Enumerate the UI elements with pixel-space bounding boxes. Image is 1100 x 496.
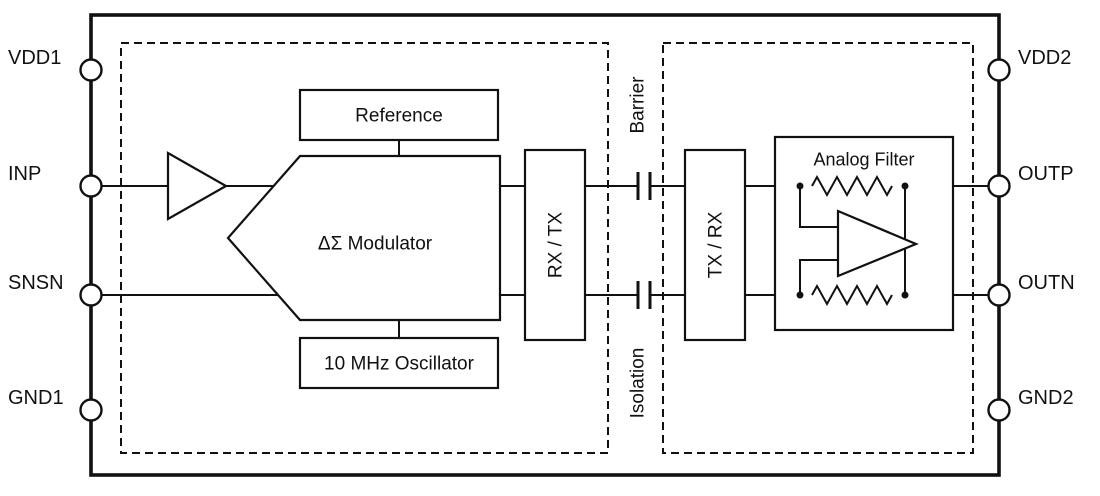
pin-label-outn: OUTN xyxy=(1018,272,1075,294)
pin-vdd1 xyxy=(79,58,103,82)
reference-label: Reference xyxy=(355,106,443,127)
pin-outp xyxy=(987,174,1011,198)
oscillator-label: 10 MHz Oscillator xyxy=(324,354,475,375)
pin-label-gnd1: GND1 xyxy=(8,387,64,409)
output-side-region xyxy=(662,42,974,454)
pin-label-outp: OUTP xyxy=(1018,163,1074,185)
resistor-icon-top xyxy=(811,174,893,198)
pin-labels-right: VDD2 OUTP OUTN GND2 xyxy=(1018,47,1075,409)
pin-label-vdd1: VDD1 xyxy=(8,47,61,69)
pins-right xyxy=(987,58,1011,422)
capacitor-icon-top xyxy=(636,172,652,200)
rx-tx-block xyxy=(523,148,587,342)
pin-inp xyxy=(79,174,103,198)
tx-rx-block xyxy=(683,148,747,342)
input-amp-icon xyxy=(166,151,229,221)
pin-gnd2 xyxy=(987,398,1011,422)
tx-rx-label: TX / RX xyxy=(706,211,727,278)
capacitor-icon-bottom xyxy=(636,281,652,309)
input-side-region xyxy=(120,42,609,454)
pin-gnd1 xyxy=(79,398,103,422)
wire-filter-input-bottom xyxy=(799,259,838,295)
junction-dot xyxy=(796,291,804,299)
pins-left xyxy=(79,58,103,422)
pin-outn xyxy=(987,283,1011,307)
pin-label-snsn: SNSN xyxy=(8,272,64,294)
barrier-label: Barrier xyxy=(628,76,649,134)
oscillator-block xyxy=(298,336,500,390)
pin-snsn xyxy=(79,283,103,307)
analog-filter-internals xyxy=(796,174,919,307)
pin-label-gnd2: GND2 xyxy=(1018,387,1074,409)
pin-label-vdd2: VDD2 xyxy=(1018,47,1071,69)
isolation-label: Isolation xyxy=(628,348,649,419)
junction-dot xyxy=(796,182,804,190)
junction-dot xyxy=(901,291,909,299)
pin-labels-left: VDD1 INP SNSN GND1 xyxy=(8,47,64,409)
modulator-label: ΔΣ Modulator xyxy=(318,234,433,255)
pin-label-inp: INP xyxy=(8,163,41,185)
modulator-block xyxy=(226,154,502,322)
reference-block xyxy=(298,88,500,142)
analog-filter-label: Analog Filter xyxy=(813,149,914,169)
wire-filter-input-top xyxy=(799,186,838,228)
rx-tx-label: RX / TX xyxy=(546,212,567,278)
pin-vdd2 xyxy=(987,58,1011,82)
chip-outline xyxy=(89,13,1001,477)
opamp-icon xyxy=(836,209,919,278)
junction-dot xyxy=(901,182,909,190)
resistor-icon-bottom xyxy=(811,283,893,307)
